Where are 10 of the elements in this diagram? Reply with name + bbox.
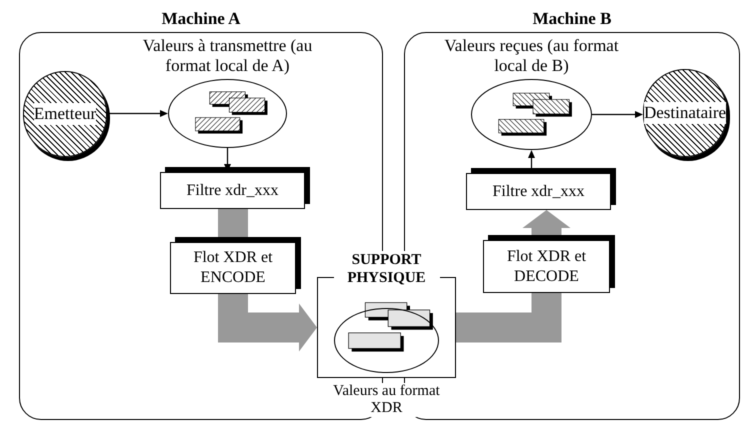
node-label: Emetteur — [34, 103, 96, 125]
node-label: Destinataire — [644, 102, 726, 124]
ellipse-heading: Valeurs reçues (au format local de B) — [443, 36, 620, 76]
box-title: SUPPORT PHYSIQUE — [334, 251, 440, 287]
panel-heading: Machine B — [532, 8, 612, 30]
panel-heading: Machine A — [162, 8, 240, 30]
arrow — [107, 110, 168, 117]
arrow — [592, 111, 643, 118]
ellipse-heading: Valeurs à transmettre (au format local de A) — [142, 36, 314, 76]
thick-arrow — [218, 294, 317, 352]
